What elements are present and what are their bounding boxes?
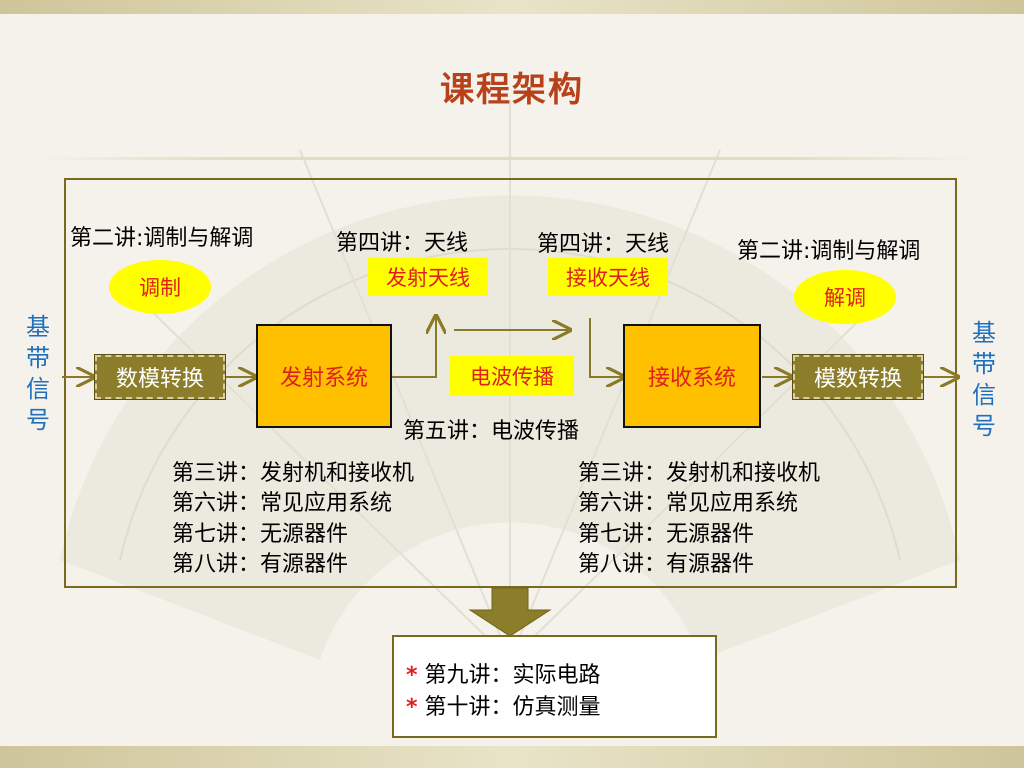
extra-lecture-text: 第十讲：仿真测量 [424,695,601,720]
title-divider [40,157,974,160]
lecture-antenna-rx: 第四讲：天线 [537,232,670,257]
list-item: * 第九讲：实际电路 [406,657,601,689]
list-item: 第三讲：发射机和接收机 [578,461,821,486]
lecture-modulation-left: 第二讲:调制与解调 [70,226,254,251]
page-title: 课程架构 [440,70,584,110]
rx-system-box: 接收系统 [623,324,761,428]
bullet-marker: * [406,695,418,720]
lecture-antenna-tx: 第四讲：天线 [336,231,469,256]
demodulation-ellipse: 解调 [794,270,896,324]
adc-box: 模数转换 [792,354,924,400]
arrow-tx-to-antenna [392,318,436,378]
list-item: 第八讲：有源器件 [172,552,349,577]
modulation-ellipse: 调制 [109,260,211,314]
list-item: 第六讲：常见应用系统 [578,491,799,516]
list-item: 第六讲：常见应用系统 [172,491,393,516]
extra-lecture-text: 第九讲：实际电路 [424,663,601,688]
tx-system-box: 发射系统 [256,324,392,428]
rx-antenna-label: 接收天线 [548,258,668,296]
list-item: 第七讲：无源器件 [578,522,755,547]
list-item: * 第十讲：仿真测量 [406,689,601,721]
bullet-marker: * [406,663,418,688]
down-arrow [468,587,552,637]
propagation-label: 电波传播 [450,356,574,396]
lecture-wave-propagation: 第五讲：电波传播 [403,419,580,444]
baseband-signal-left: 基带信号 [26,313,50,434]
extra-lectures-box: * 第九讲：实际电路 * 第十讲：仿真测量 [392,635,717,738]
list-item: 第八讲：有源器件 [578,552,755,577]
lecture-demodulation-right: 第二讲:调制与解调 [737,239,921,264]
list-item: 第三讲：发射机和接收机 [172,461,415,486]
list-item: 第七讲：无源器件 [172,522,349,547]
bottom-decor-bar [0,746,1024,768]
arrow-antenna-to-rx [589,318,622,377]
dac-box: 数模转换 [94,354,226,400]
top-decor-bar [0,0,1024,14]
tx-antenna-label: 发射天线 [368,258,488,296]
baseband-signal-right: 基带信号 [972,319,996,440]
